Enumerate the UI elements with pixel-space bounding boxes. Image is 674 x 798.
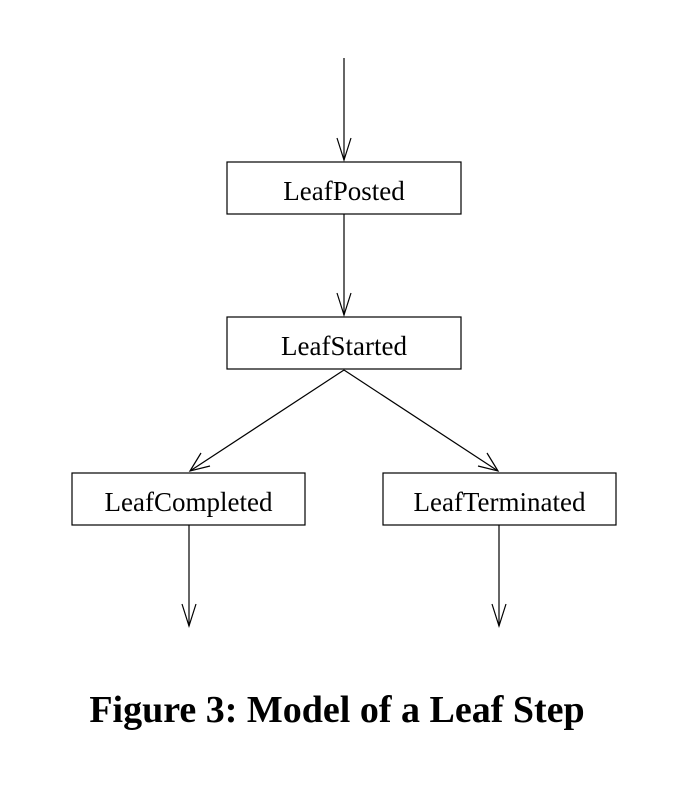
node-leaf-terminated: LeafTerminated [382, 472, 617, 526]
edge-leaf-completed-exit [181, 525, 197, 628]
node-leaf-started: LeafStarted [226, 316, 462, 370]
node-leaf-completed-label: LeafCompleted [105, 487, 273, 517]
edge-leaf-started-to-leaf-completed [188, 369, 345, 472]
node-leaf-posted-label: LeafPosted [283, 176, 405, 206]
edge-leaf-terminated-exit [491, 525, 507, 628]
edge-entry-to-leaf-posted [336, 58, 352, 162]
edge-leaf-posted-to-leaf-started [336, 214, 352, 317]
edge-leaf-started-to-leaf-terminated [343, 369, 500, 472]
node-leaf-terminated-label: LeafTerminated [413, 487, 586, 517]
figure-caption: Figure 3: Model of a Leaf Step [89, 689, 585, 731]
node-leaf-started-label: LeafStarted [281, 331, 407, 361]
node-leaf-completed: LeafCompleted [71, 472, 306, 526]
node-leaf-posted: LeafPosted [226, 161, 462, 215]
